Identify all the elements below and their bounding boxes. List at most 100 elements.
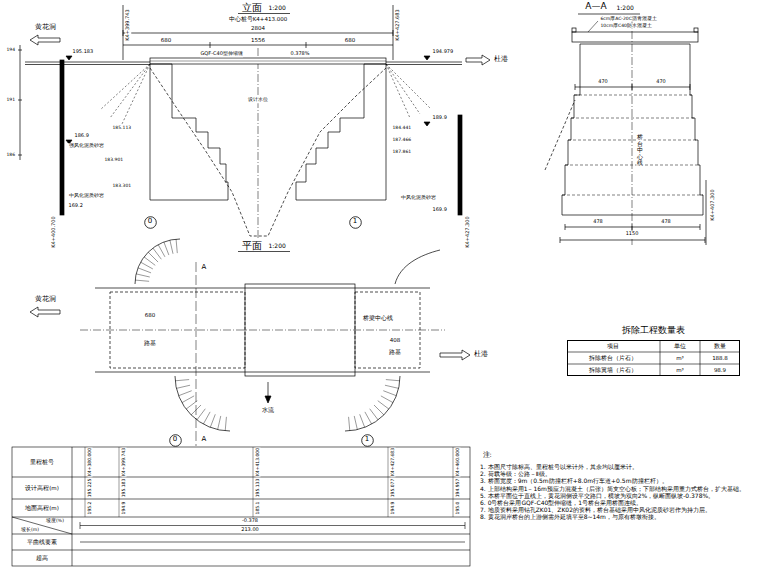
callout-number: 0: [148, 218, 152, 226]
table-cell: 194.9: [122, 501, 127, 515]
elevation-value: 184.441: [392, 126, 412, 131]
slope: 0.378%: [290, 51, 310, 57]
dimension-line: [565, 227, 700, 228]
note-text: 2. 荷载等级：公路－Ⅱ级。: [480, 470, 756, 477]
scale-mark: 186: [6, 153, 16, 158]
hatch-line: [136, 274, 150, 277]
table-cell: 185.1: [256, 501, 261, 515]
plan-view: [30, 239, 470, 446]
railing: [694, 28, 698, 32]
station-mark: K4+427.683: [395, 9, 401, 41]
hatch-line: [186, 401, 197, 409]
center-line: [632, 18, 633, 245]
scale: 1:200: [268, 243, 286, 250]
bridge-deck: [150, 61, 386, 62]
hatch-line: [203, 412, 210, 424]
dimension: 680: [144, 312, 156, 318]
circle-outline: [169, 434, 181, 446]
station-mark: K4+413.000: [256, 447, 261, 476]
hatch-line: [370, 409, 378, 420]
table-cell: 98.9: [713, 367, 726, 373]
hatch-line: [138, 268, 151, 273]
table-cell: 拆除桥台（片石）: [589, 355, 638, 361]
dimension-tick: [306, 42, 307, 48]
borehole-column: [60, 60, 64, 215]
direction-arrow: [30, 307, 60, 317]
hatch-line: [141, 262, 153, 269]
elevation-value: 169.9: [432, 207, 447, 213]
leader-line: [588, 21, 598, 32]
scale: 1:200: [616, 5, 634, 12]
hatch-line: [144, 257, 155, 265]
scale-bar: [20, 45, 21, 160]
part-name: 桥台中心线: [637, 134, 644, 167]
view-title: 立面: [242, 2, 263, 13]
elevation-value: 185.113: [112, 126, 132, 131]
hatch-line: [385, 385, 399, 388]
row-header: 设计高程(m): [25, 485, 60, 491]
dimension: 1150: [625, 231, 639, 237]
bridge-deck-plan: [245, 284, 355, 376]
slope-line: [100, 64, 150, 124]
step-line: [562, 95, 703, 195]
row-header: 里程桩号: [30, 459, 55, 465]
section-mark: A: [201, 436, 207, 444]
elevation-value: 186.9: [74, 133, 89, 139]
note-text: 4. 上部结构采用1－16m预应力混凝土（后张）简支空心板；下部结构采用重力式桥…: [480, 485, 756, 492]
grade-line: [80, 522, 465, 529]
row-header: 地面高程(m): [25, 505, 60, 511]
table-cell: 单位: [674, 343, 687, 349]
dimension: 408: [389, 337, 401, 343]
elevation-value: 195.183: [72, 49, 94, 55]
hatch-line: [378, 401, 389, 409]
slope-edge: [395, 250, 440, 284]
elevation-value: 169.2: [68, 203, 83, 209]
slope-line: [386, 64, 430, 118]
station-line: [706, 180, 707, 245]
elevation-value: 187.861: [392, 150, 412, 155]
elevation-view: [18, 5, 490, 242]
table-cell: 195.225: [88, 478, 93, 498]
dimension: 478: [661, 219, 672, 225]
table-cell: 195.133: [256, 478, 261, 498]
hatch-line: [158, 245, 165, 257]
callout-number: 1: [365, 436, 369, 444]
row-header: 平曲线要素: [27, 539, 58, 545]
title-underline: [578, 14, 640, 15]
hatch-line: [175, 380, 189, 381]
scale-tick: [18, 50, 22, 155]
wing-wall-hatch: [135, 239, 400, 431]
note-text: 7. 地质资料采用钻孔ZK01、ZK02的资料，桥台基础采用中风化泥质砂岩作为持…: [480, 506, 756, 513]
scale: 1:200: [268, 5, 286, 12]
part-name: 桥梁中心线: [362, 315, 393, 321]
flow-arrow: [265, 396, 271, 403]
abutment-section: [562, 44, 703, 215]
place-name: 杜港: [473, 351, 488, 359]
abutment-number: 0: [169, 434, 182, 447]
hollow-slab: [572, 32, 698, 42]
section-line: [196, 262, 197, 446]
stratum-name: 强风化泥质砂岩: [68, 143, 104, 149]
hatch-line: [374, 405, 384, 415]
dimension: 470: [598, 79, 609, 85]
table-cell: 194.9: [391, 501, 396, 515]
table-title: 拆除工程数量表: [622, 326, 685, 336]
dimension: 1556: [251, 37, 266, 43]
table-cell: m³: [676, 355, 685, 361]
grade-value: -0.378: [241, 518, 258, 524]
hatch-line: [148, 252, 158, 262]
river-bed: [150, 68, 386, 236]
dimension-line: [575, 87, 690, 88]
hatch-line: [225, 417, 226, 431]
elevation-value: 187.466: [392, 138, 412, 143]
hatch-line: [170, 240, 173, 254]
table-cell: 194.957: [456, 478, 461, 498]
row-header: 坡长(m): [21, 528, 40, 533]
table-grid: [567, 340, 740, 376]
table-border: [12, 447, 470, 566]
station-mark: K4+399.743: [125, 9, 131, 41]
railing: [572, 28, 576, 32]
dimension: 478: [593, 219, 604, 225]
part-name: 路基: [389, 349, 402, 356]
hatch-line: [386, 380, 400, 381]
